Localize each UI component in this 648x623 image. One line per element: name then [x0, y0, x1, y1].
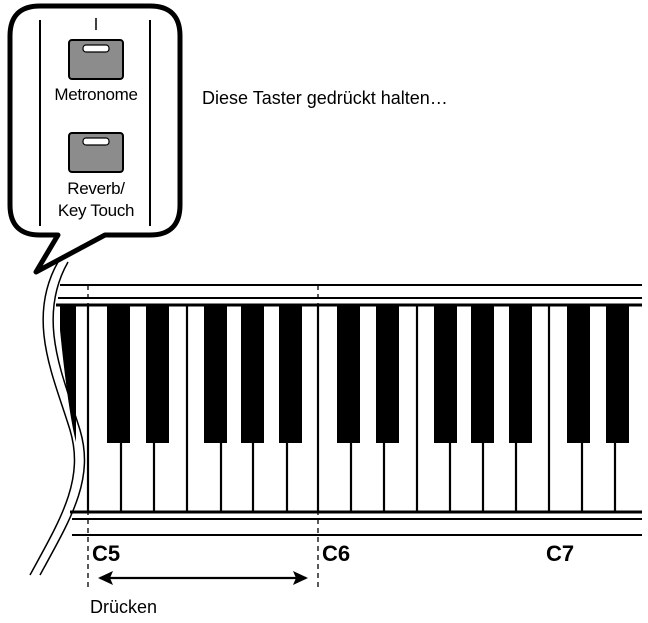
key-label-c6: C6 — [322, 541, 351, 566]
press-range-arrow — [98, 571, 308, 585]
metronome-button-label: Metronome — [54, 85, 138, 104]
black-key — [471, 305, 494, 443]
black-key — [434, 305, 457, 443]
black-key — [241, 305, 264, 443]
black-key-partial — [60, 305, 76, 442]
black-key — [606, 305, 629, 443]
reverb-button-label-text: Reverb/ Key Touch — [57, 179, 135, 220]
key-label-c7: C7 — [546, 541, 575, 566]
black-key — [376, 305, 399, 443]
wavy-cut-line-1 — [29, 261, 76, 576]
black-key — [509, 305, 532, 443]
black-key — [337, 305, 360, 443]
black-key — [279, 305, 302, 443]
key-label-c5: C5 — [92, 541, 121, 566]
keyboard — [56, 284, 642, 536]
press-label: Drücken — [90, 597, 158, 617]
instruction-text: Diese Taster gedrückt halten… — [202, 88, 448, 108]
metronome-button-indicator — [82, 44, 110, 53]
black-key — [567, 305, 590, 443]
black-keys — [107, 305, 629, 443]
black-key — [146, 305, 169, 443]
wavy-cut-line-2 — [39, 261, 86, 576]
black-key — [204, 305, 227, 443]
black-key — [107, 305, 130, 443]
reverb-button-label: Reverb/ Key Touch — [31, 178, 161, 222]
reverb-button-indicator — [82, 137, 110, 146]
